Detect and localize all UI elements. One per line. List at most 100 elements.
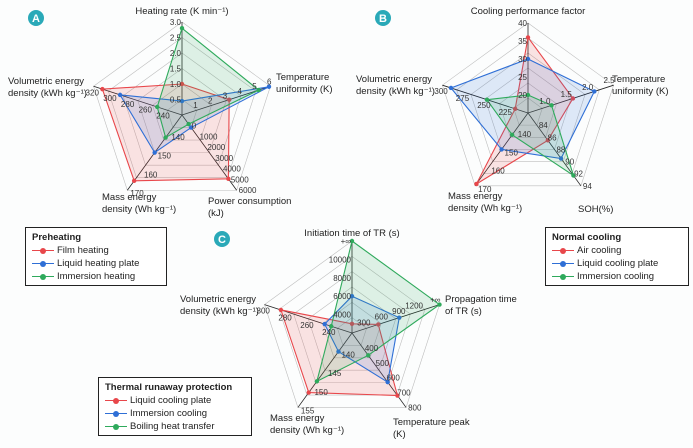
tick-label: 3.0: [170, 18, 182, 27]
data-point: [226, 97, 232, 102]
panel-badge: C: [214, 231, 230, 247]
tick-label: 700: [397, 389, 411, 398]
legend-label: Immersion cooling: [130, 408, 208, 419]
data-point: [179, 81, 185, 87]
data-point: [509, 132, 515, 138]
axis-line: [527, 112, 582, 187]
data-point: [349, 294, 355, 299]
tick-label: 2.5: [170, 34, 182, 43]
tick-label: 600: [386, 374, 400, 383]
badge-letter: B: [379, 13, 387, 25]
grid-ring: [152, 83, 212, 141]
tick-label: 1.0: [170, 80, 182, 89]
data-point: [329, 324, 334, 329]
axis-label: density (kWh kg⁻¹): [356, 86, 435, 97]
tick-label: 1: [193, 101, 198, 110]
data-point: [525, 56, 531, 62]
grid-ring: [442, 22, 614, 187]
legend-label: Immersion cooling: [577, 271, 655, 282]
legend-marker-icon: [105, 423, 127, 431]
data-point: [525, 92, 531, 98]
tick-label: 20: [518, 91, 527, 100]
data-point: [314, 379, 320, 384]
tick-label: 150: [314, 388, 328, 397]
tick-label: 30: [518, 55, 527, 64]
grid-ring: [278, 255, 426, 396]
tick-label: 5000: [231, 175, 249, 184]
tick-label: 300: [357, 318, 371, 327]
data-point: [558, 156, 564, 161]
tick-label: 240: [322, 328, 336, 337]
legend-marker-icon: [552, 247, 574, 255]
badge-circle: [214, 231, 230, 247]
tick-label: 88: [556, 145, 565, 154]
tick-label: 400: [365, 344, 379, 353]
tick-label: 160: [491, 167, 505, 176]
tick-label: 40: [518, 19, 527, 28]
tick-label: 4000: [333, 311, 351, 320]
axis-label: density (kWh kg⁻¹): [8, 88, 87, 99]
legend-label: Liquid heating plate: [57, 258, 140, 269]
grid-ring: [470, 52, 586, 162]
data-point: [186, 121, 191, 127]
data-point: [525, 35, 531, 40]
legend-marker-icon: [552, 260, 574, 268]
data-point: [437, 302, 442, 307]
axis-line: [351, 304, 440, 334]
tick-label: 6000: [333, 292, 351, 301]
legend-marker-icon: [32, 247, 54, 255]
radar-chart-c: 40006000800010000+∞3006009001200+∞400500…: [180, 228, 517, 440]
tick-label: 800: [408, 403, 422, 412]
legend-marker-icon: [32, 260, 54, 268]
tick-label: 8000: [333, 274, 351, 283]
tick-label: 3: [223, 92, 228, 101]
legend-item: Liquid heating plate: [32, 257, 160, 270]
legend-item: Immersion heating: [32, 270, 160, 283]
tick-label: 240: [156, 111, 170, 120]
tick-label: 150: [505, 148, 519, 157]
grid-ring: [293, 271, 411, 383]
data-point: [512, 106, 518, 112]
tick-label: 92: [574, 170, 583, 179]
axis-label: Heating rate (K min⁻¹): [135, 6, 228, 17]
tick-label: 600: [375, 313, 389, 322]
data-point: [152, 150, 157, 155]
legend-marker-icon: [32, 273, 54, 281]
grid-ring: [337, 317, 367, 346]
data-point: [376, 322, 381, 327]
tick-label: 900: [392, 307, 406, 316]
badge-circle: [28, 10, 44, 26]
axis-label: (kJ): [208, 208, 224, 219]
legend-title: Preheating: [32, 232, 82, 243]
legend-item: Film heating: [32, 244, 160, 257]
legend-item: Liquid cooling plate: [552, 257, 682, 270]
tick-label: 0.5: [170, 96, 182, 105]
data-point: [179, 98, 185, 104]
legend-label: Immersion heating: [57, 271, 136, 282]
tick-label: 150: [158, 152, 172, 161]
tick-label: 260: [300, 321, 314, 330]
data-point: [395, 393, 400, 398]
tick-label: 4000: [223, 165, 241, 174]
tick-label: 300: [434, 87, 448, 96]
tick-label: 170: [478, 185, 492, 194]
axis-label: density (Wh kg⁻¹): [448, 203, 522, 214]
axis-label: density (Wh kg⁻¹): [270, 425, 344, 436]
legend-title: Thermal runaway protection: [105, 382, 233, 393]
series-immersion-heating: [156, 27, 260, 139]
axis-line: [93, 85, 183, 116]
axis-line: [297, 332, 353, 408]
data-point: [366, 353, 371, 358]
tick-label: 2.5: [603, 76, 615, 85]
tick-label: 260: [139, 106, 153, 115]
tick-label: 1.5: [561, 90, 573, 99]
data-point: [570, 96, 576, 101]
axis-label: Mass energy: [270, 413, 325, 424]
tick-label: 2000: [207, 143, 225, 152]
grid-ring: [307, 286, 397, 371]
legend-item: Immersion cooling: [552, 270, 682, 283]
tick-label: 500: [376, 359, 390, 368]
axis-line: [527, 84, 614, 114]
data-point: [163, 135, 168, 140]
